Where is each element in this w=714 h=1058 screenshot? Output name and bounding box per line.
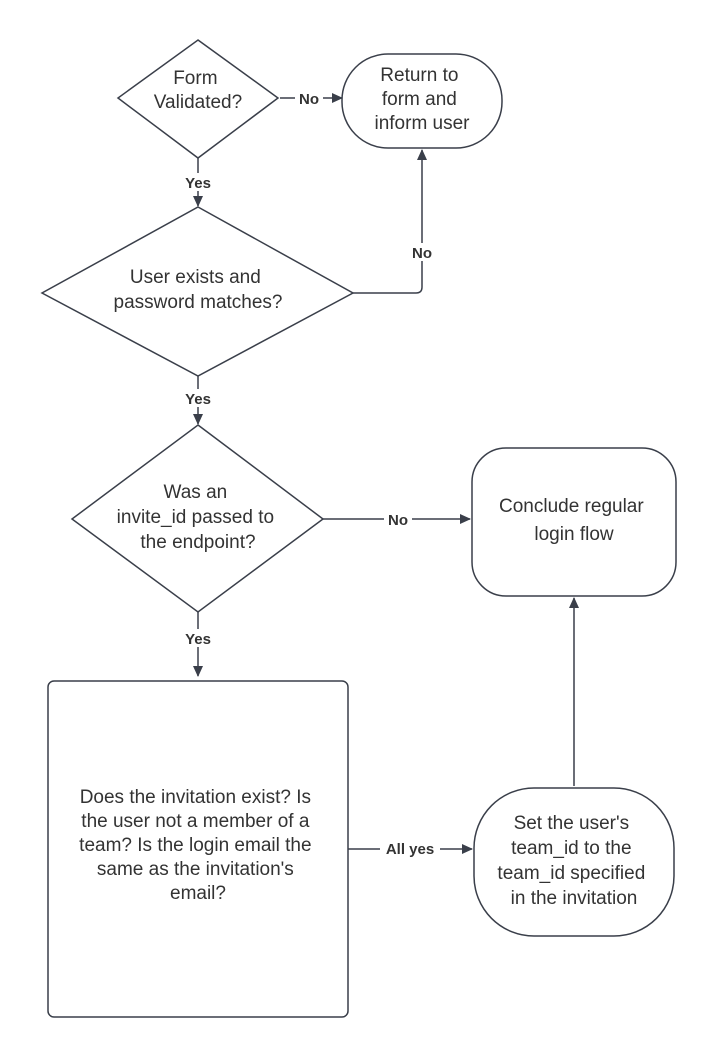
terminal-conclude-login-text: Conclude regular login flow (499, 496, 649, 545)
decision-form-validated: Form Validated? (116, 39, 280, 159)
edge-invite-id-yes: Yes (180, 612, 216, 677)
edge-label-all-yes: All yes (386, 841, 434, 858)
decision-user-exists: User exists and password matches? (40, 206, 355, 377)
edge-form-validated-yes: Yes (180, 158, 216, 207)
terminal-return-to-form: Return to form and inform user (341, 53, 503, 149)
decision-invite-id: Was an invite_id passed to the endpoint? (70, 424, 325, 613)
terminal-conclude-login: Conclude regular login flow (471, 447, 677, 597)
terminal-set-team: Set the user's team_id to the team_id sp… (473, 787, 675, 937)
edge-label-invite-no: No (388, 512, 408, 529)
decision-form-validated-text: Form Validated? (154, 68, 242, 113)
process-invitation-checks-text: Does the invitation exist? Is the user n… (79, 787, 317, 904)
edge-label-form-no: No (299, 91, 319, 108)
terminal-set-team-text: Set the user's team_id to the team_id sp… (497, 813, 650, 909)
edge-user-exists-yes: Yes (180, 376, 216, 425)
decision-invite-id-text: Was an invite_id passed to the endpoint? (117, 482, 280, 553)
edge-invite-id-no: No (323, 510, 471, 529)
edge-user-exists-no: No (353, 149, 436, 294)
edge-checks-all-yes: All yes (348, 840, 473, 858)
process-invitation-checks: Does the invitation exist? Is the user n… (47, 680, 349, 1018)
edge-label-user-no: No (412, 245, 432, 262)
edge-label-user-yes: Yes (185, 391, 211, 408)
terminal-return-to-form-text: Return to form and inform user (374, 65, 470, 134)
edge-label-invite-yes: Yes (185, 631, 211, 648)
edge-form-validated-no: No (280, 89, 343, 108)
edge-label-form-yes: Yes (185, 175, 211, 192)
decision-user-exists-text: User exists and password matches? (114, 267, 283, 313)
